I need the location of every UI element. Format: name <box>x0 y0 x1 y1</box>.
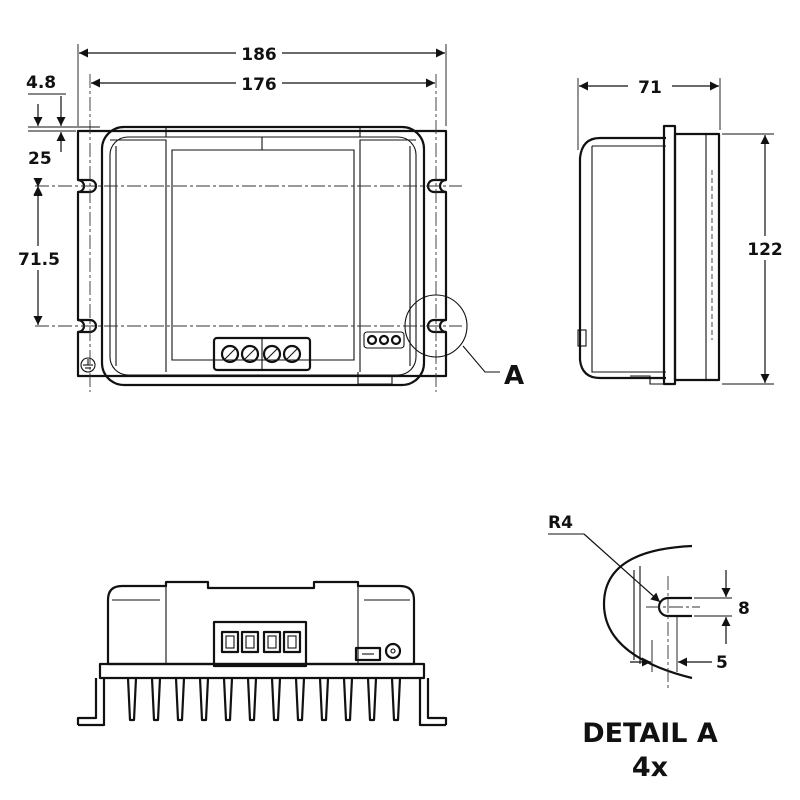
dim-radius-label: R4 <box>548 513 573 533</box>
dim-offset-small: 4.8 <box>26 73 56 93</box>
dim-depth: 71 <box>638 78 662 98</box>
bottom-connector <box>354 646 382 662</box>
detail-quantity: 4x <box>632 752 668 783</box>
ve-direct-connector <box>363 331 405 349</box>
bottom-housing <box>106 580 416 666</box>
terminal-screws <box>220 344 302 364</box>
detail-flange-outline <box>602 544 693 680</box>
center-panel <box>171 149 355 361</box>
dim-overall-width: 186 <box>241 45 277 65</box>
bottom-view <box>76 580 448 727</box>
housing-inner-outline <box>109 136 417 376</box>
dim-height: 122 <box>747 240 783 260</box>
ground-stud <box>384 642 402 660</box>
side-flange <box>662 124 677 386</box>
housing-outline <box>100 125 426 387</box>
ground-icon <box>80 357 96 373</box>
dim-offset-top: 25 <box>28 149 52 169</box>
dim-slot-depth: 5 <box>716 653 728 673</box>
detail-a-circle <box>404 294 468 358</box>
detail-callout-letter: A <box>504 361 524 391</box>
detail-a-view: R4 8 5 DETAIL A 4x <box>548 513 750 783</box>
heatsink-fins <box>126 677 402 722</box>
mounting-slot-top-left <box>78 178 98 194</box>
detail-title: DETAIL A <box>582 718 718 749</box>
front-view: A <box>35 74 524 392</box>
front-dimensions: 186 176 4.8 25 71.5 <box>16 42 447 325</box>
mounting-foot <box>76 678 448 727</box>
right-rib <box>359 139 416 372</box>
side-heatsink <box>673 132 721 382</box>
terminal-sockets <box>220 630 302 654</box>
dim-hole-spacing-width: 176 <box>241 75 277 95</box>
side-housing <box>578 136 666 380</box>
mounting-slot-bottom-left <box>78 318 98 334</box>
heatsink-base <box>98 662 426 680</box>
mounting-flange <box>76 129 448 378</box>
side-view <box>577 124 721 386</box>
side-dimensions: 71 122 <box>577 75 788 385</box>
dim-hole-spacing-height: 71.5 <box>18 250 60 270</box>
left-rib <box>110 139 167 372</box>
dim-slot-width: 8 <box>738 599 750 619</box>
bottom-terminal-block <box>212 620 308 668</box>
